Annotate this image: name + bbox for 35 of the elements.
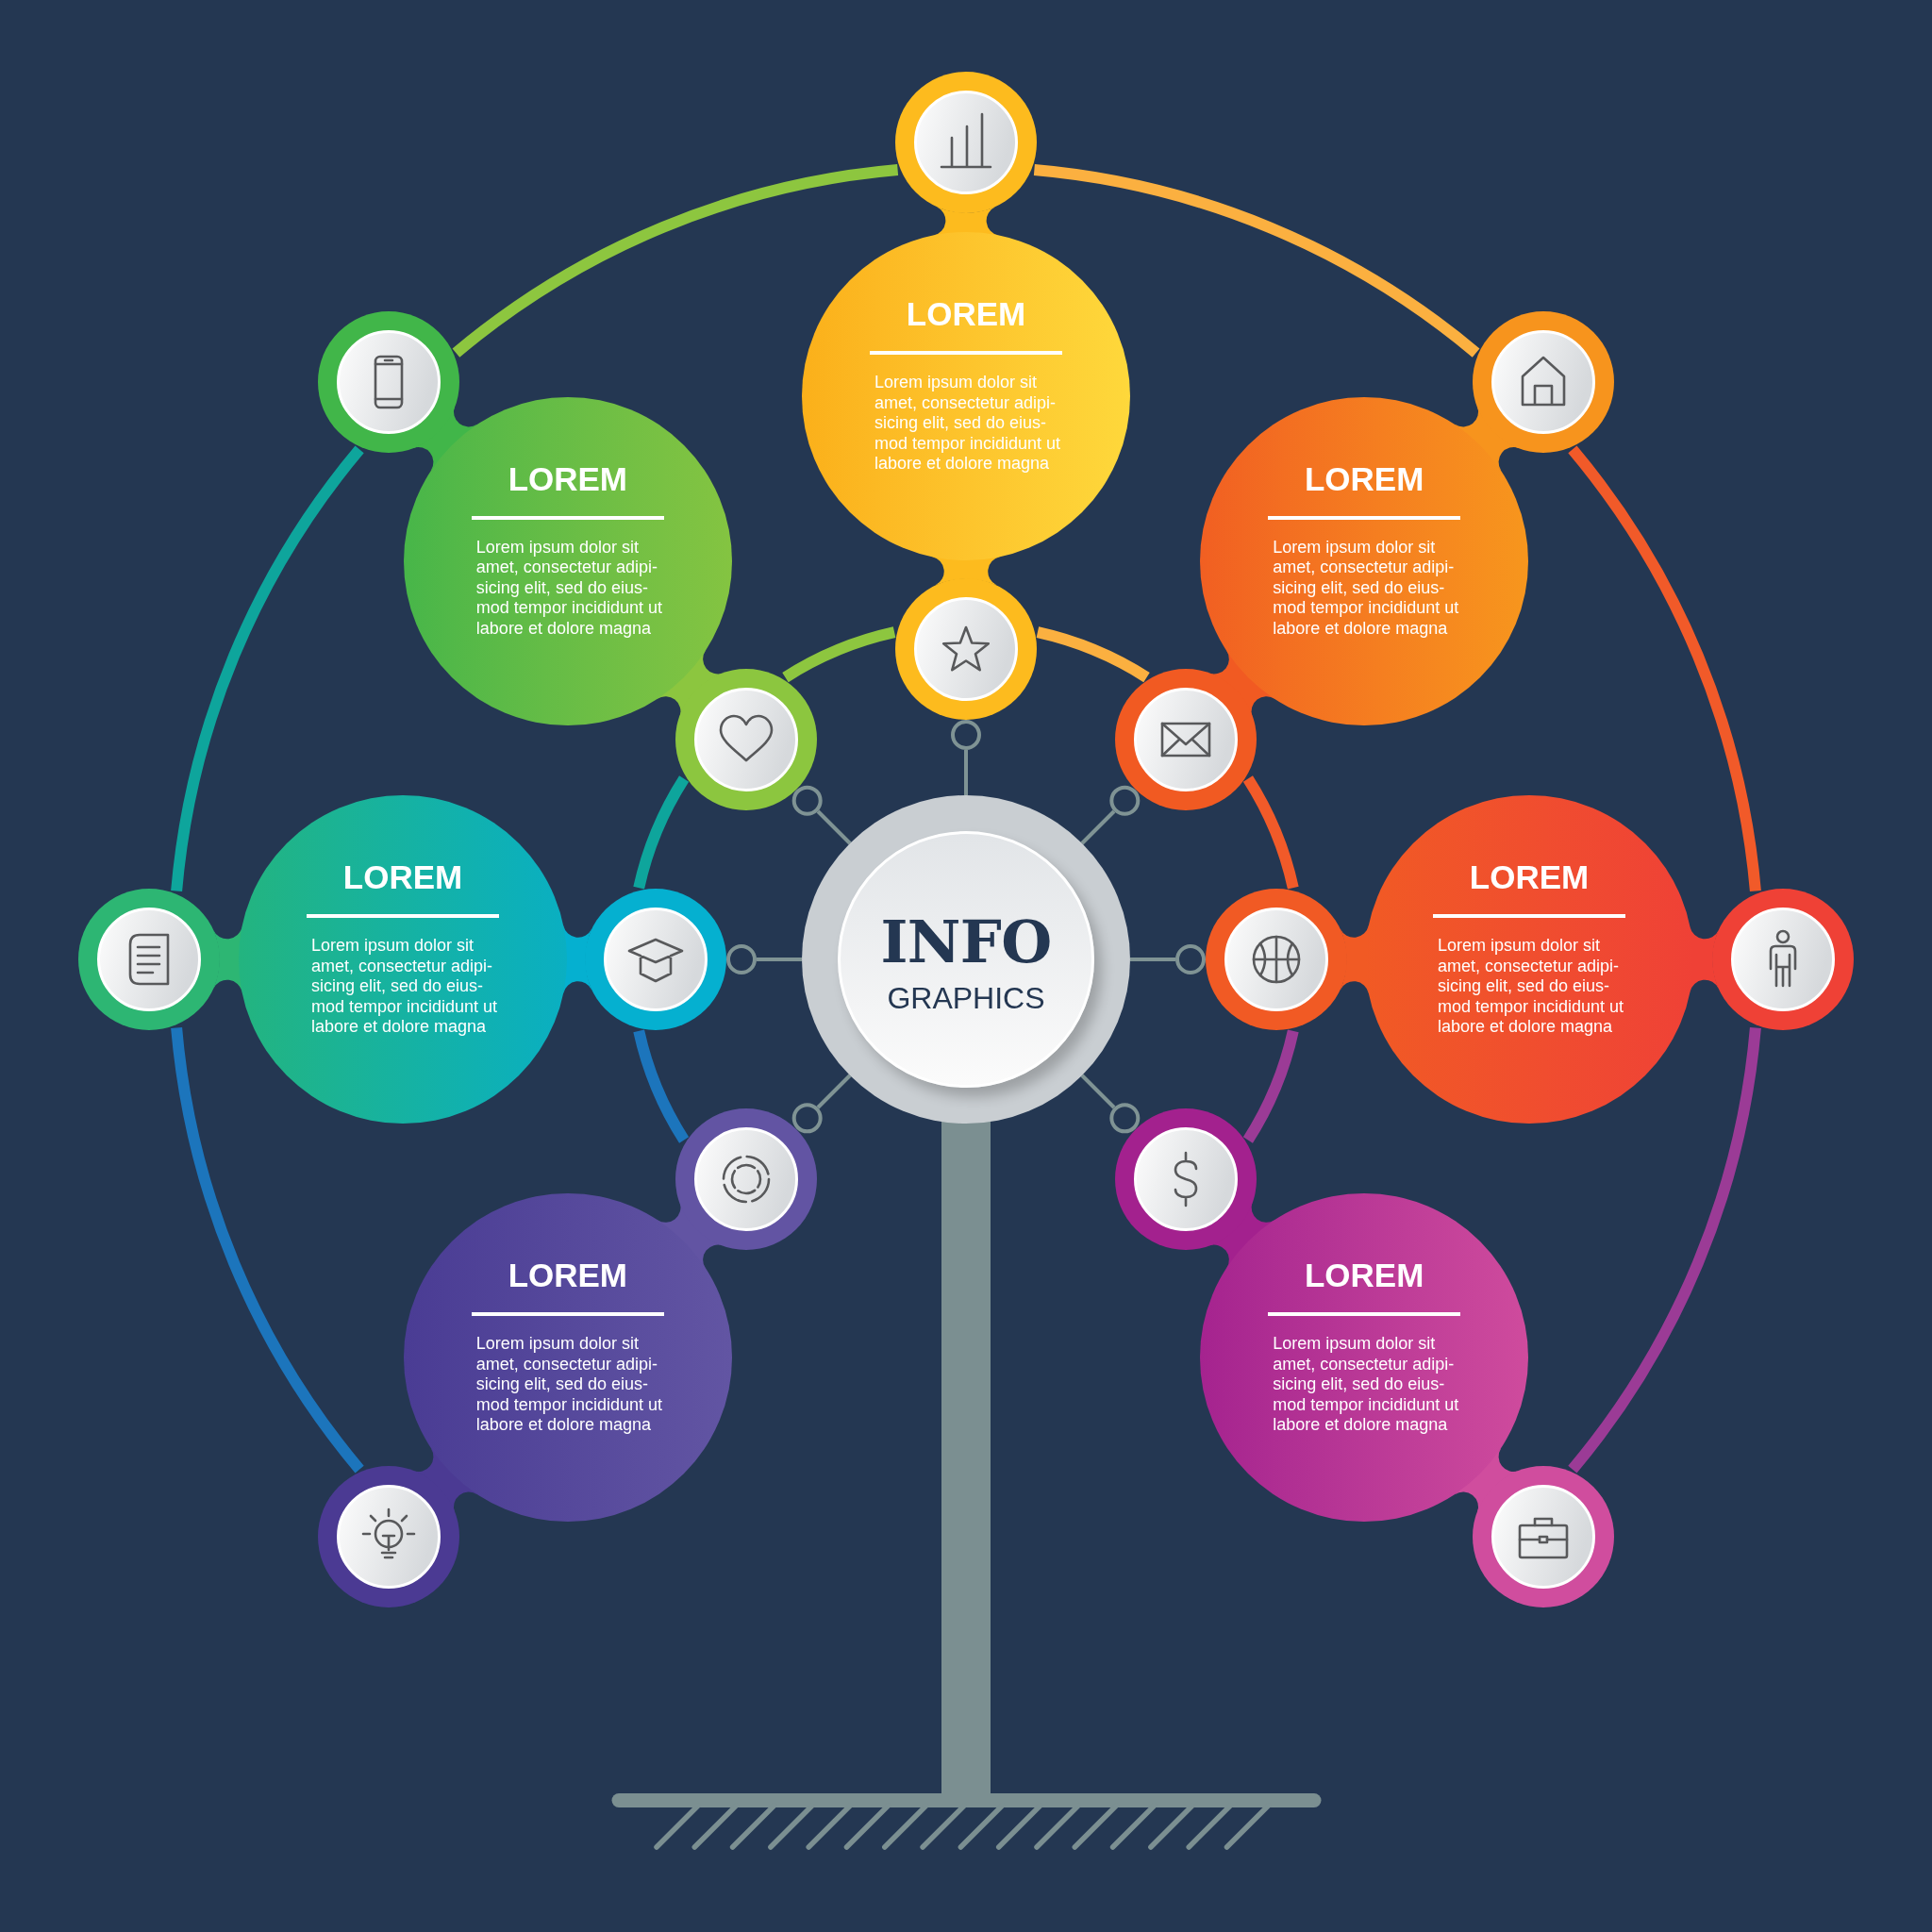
arc-connector [1242,1029,1299,1143]
center-subtitle: GRAPHICS [887,983,1045,1013]
spoke-line [1080,785,1141,845]
topic-description: Lorem ipsum dolor sit amet, consectetur adipi- sicing elit, sed do eius- mod tempor incididunt ut labore et dolore magna [874,373,1062,475]
spoke-line [791,785,852,845]
arc-connector [1242,775,1299,890]
topic-heading: LOREM [508,1258,628,1292]
arc-connector [782,626,896,683]
topic-description: Lorem ipsum dolor sit amet, consectetur adipi- sicing elit, sed do eius- mod tempor incididunt ut labore et dolore magna [1273,1334,1460,1436]
arc-connector [633,1029,690,1143]
arc-connector [1568,445,1761,892]
arc-connector [171,445,364,892]
topic-heading: LOREM [1469,860,1590,893]
arc-connector [633,775,690,890]
spoke-line [1130,944,1206,974]
arc-connector [171,1026,364,1474]
center-title: INFO [880,913,1052,972]
topic-description: Lorem ipsum dolor sit amet, consectetur adipi- sicing elit, sed do eius- mod tempor incididunt ut labore et dolore magna [311,936,499,1038]
topic-description: Lorem ipsum dolor sit amet, consectetur adipi- sicing elit, sed do eius- mod tempor incididunt ut labore et dolore magna [1273,537,1460,640]
arc-connector [1036,626,1150,683]
spoke-line [1080,1074,1141,1134]
topic-heading: LOREM [1304,1258,1424,1292]
topic-heading: LOREM [906,297,1026,330]
topic-heading: LOREM [342,860,463,893]
topic-description: Lorem ipsum dolor sit amet, consectetur adipi- sicing elit, sed do eius- mod tempor incididunt ut labore et dolore magna [475,1334,663,1436]
topic-description: Lorem ipsum dolor sit amet, consectetur adipi- sicing elit, sed do eius- mod tempor incididunt ut labore et dolore magna [1438,936,1625,1038]
spoke-line [951,720,981,795]
spoke-line [726,944,802,974]
arc-connector [1033,164,1480,358]
arc-connector [1568,1026,1761,1474]
topic-description: Lorem ipsum dolor sit amet, consectetur adipi- sicing elit, sed do eius- mod tempor incididunt ut labore et dolore magna [475,537,663,640]
arc-connector [452,164,899,358]
spoke-line [791,1074,852,1134]
topic-heading: LOREM [508,461,628,495]
topic-heading: LOREM [1304,461,1424,495]
